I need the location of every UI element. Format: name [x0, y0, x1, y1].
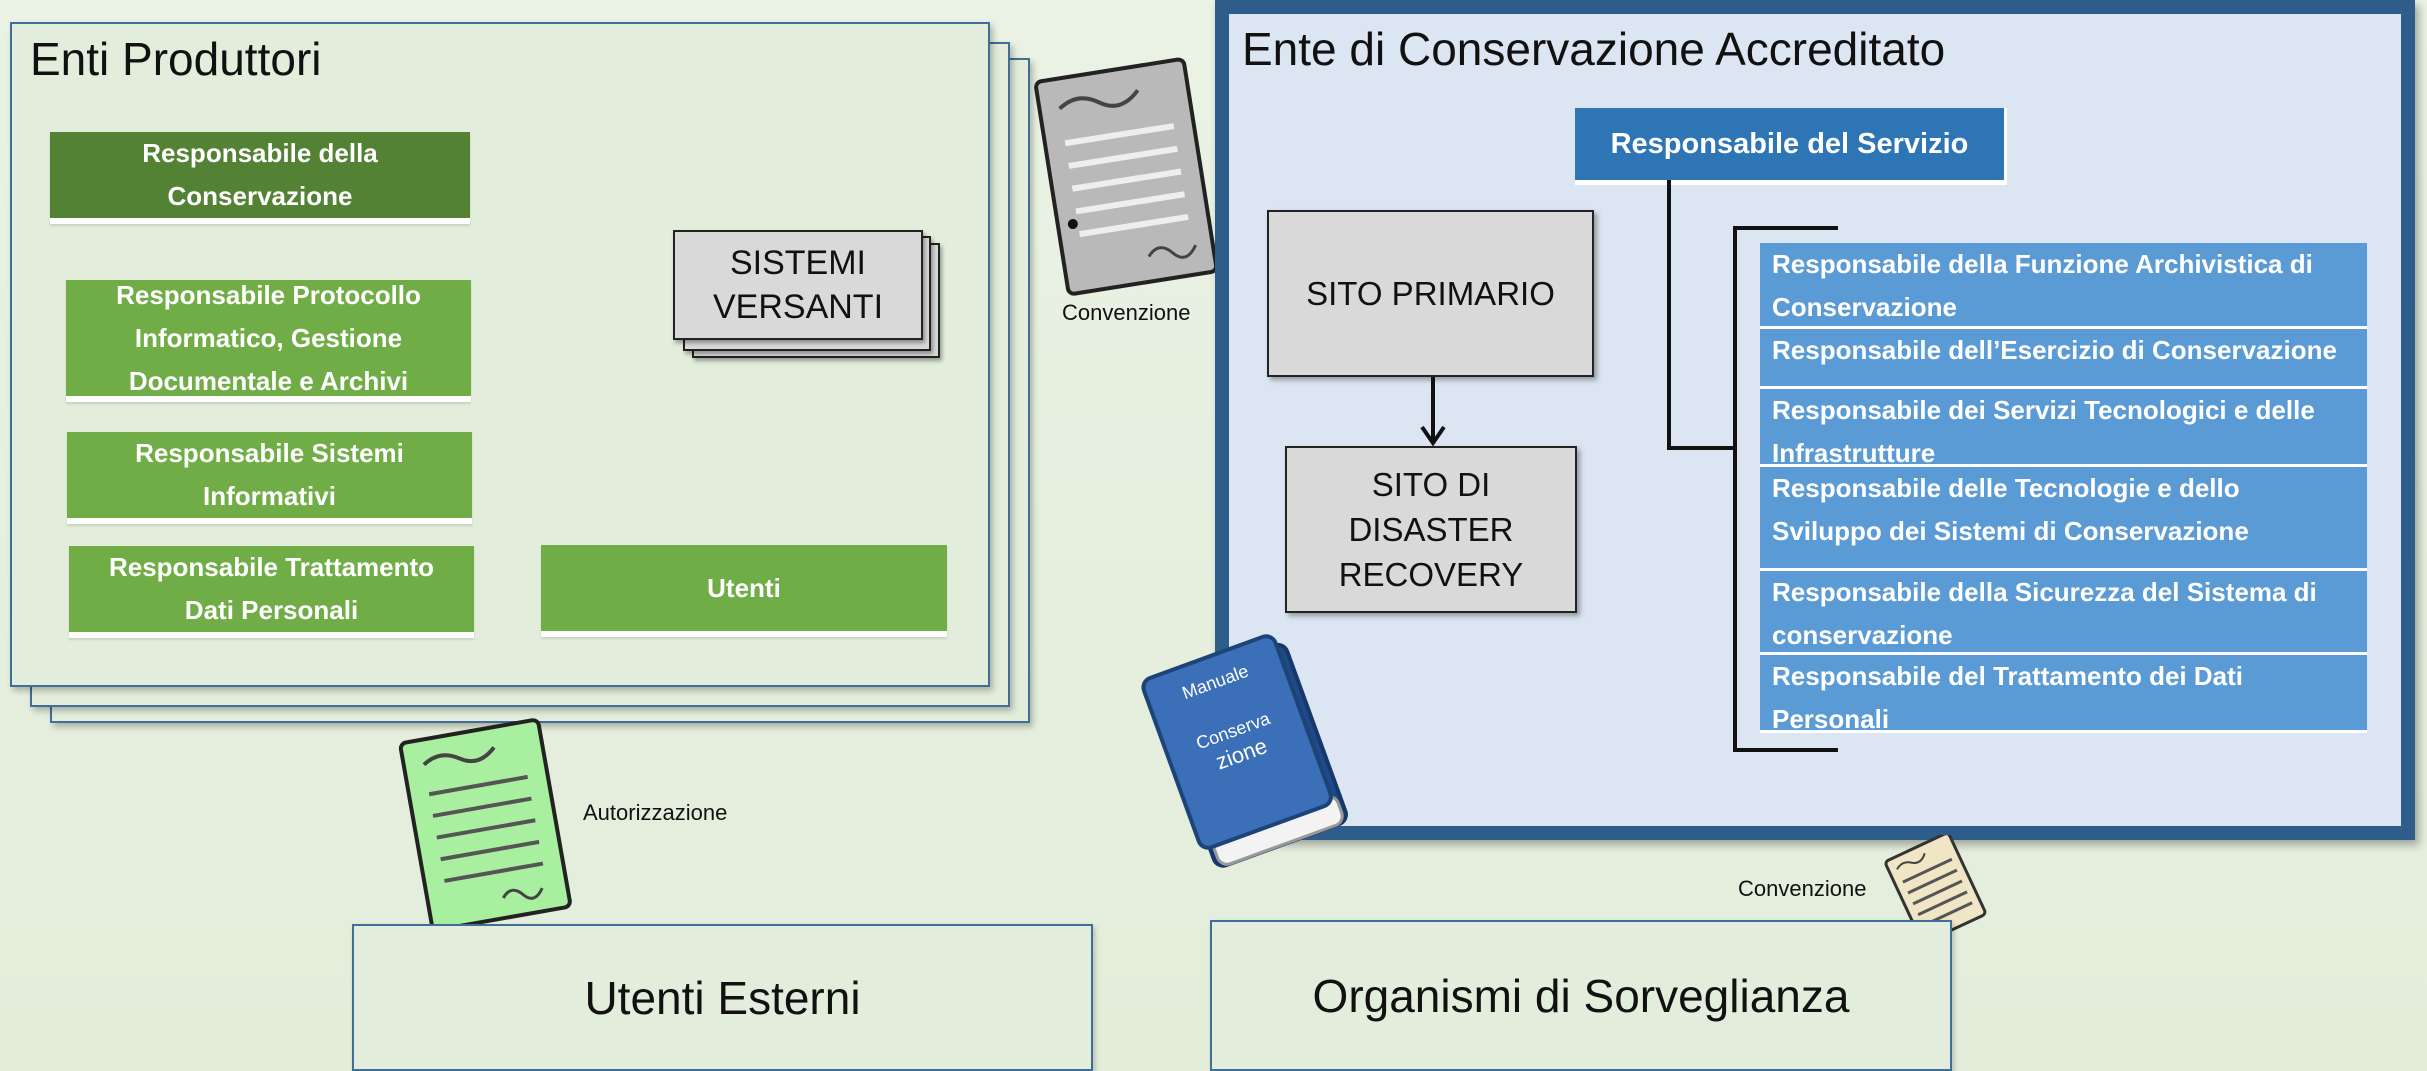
autorizzazione-document-icon: [380, 715, 590, 932]
responsabile-item: Responsabile della Sicurezza del Sistema…: [1760, 571, 2367, 655]
convenzione-bottom-label: Convenzione: [1738, 876, 1867, 901]
responsabile-item: Responsabile dell’Esercizio di Conservaz…: [1760, 329, 2367, 389]
responsabile-item: Responsabile della Funzione Archivistica…: [1760, 243, 2367, 329]
responsabile-trattamento-box: Responsabile Trattamento Dati Personali: [69, 546, 474, 638]
utenti-box: Utenti: [541, 545, 947, 637]
arrow-down-icon: [1418, 377, 1448, 447]
utenti-esterni-box: Utenti Esterni: [352, 924, 1093, 1071]
sito-primario-box: SITO PRIMARIO: [1267, 210, 1594, 377]
manual-book-icon: Manuale Conserva zione: [1130, 620, 1370, 875]
convenzione-bottom-document-icon: [1875, 832, 1995, 944]
convenzione-top-label: Convenzione: [1062, 300, 1191, 325]
sito-disaster-recovery-box: SITO DI DISASTER RECOVERY: [1285, 446, 1577, 613]
ente-conservazione-title: Ente di Conservazione Accreditato: [1242, 23, 1946, 75]
autorizzazione-label: Autorizzazione: [583, 800, 728, 825]
org-connector-lines: [1640, 180, 1850, 755]
convenzione-document-icon: [1025, 40, 1219, 300]
responsabile-sistemi-box: Responsabile Sistemi Informativi: [67, 432, 472, 524]
responsabile-item: Responsabile dei Servizi Tecnologici e d…: [1760, 389, 2367, 468]
sistemi-versanti-box: SISTEMI VERSANTI: [673, 230, 923, 340]
responsabile-protocollo-box: Responsabile Protocollo Informatico, Ges…: [66, 280, 471, 402]
responsabile-item: Responsabile del Trattamento dei Dati Pe…: [1760, 655, 2367, 734]
responsabile-servizio-box: Responsabile del Servizio: [1575, 108, 2007, 185]
responsabile-conservazione-box: Responsabile della Conservazione: [50, 132, 470, 224]
enti-produttori-title: Enti Produttori: [30, 33, 322, 85]
responsabile-item: Responsabile delle Tecnologie e dello Sv…: [1760, 467, 2367, 571]
organismi-sorveglianza-box: Organismi di Sorveglianza: [1210, 920, 1952, 1071]
